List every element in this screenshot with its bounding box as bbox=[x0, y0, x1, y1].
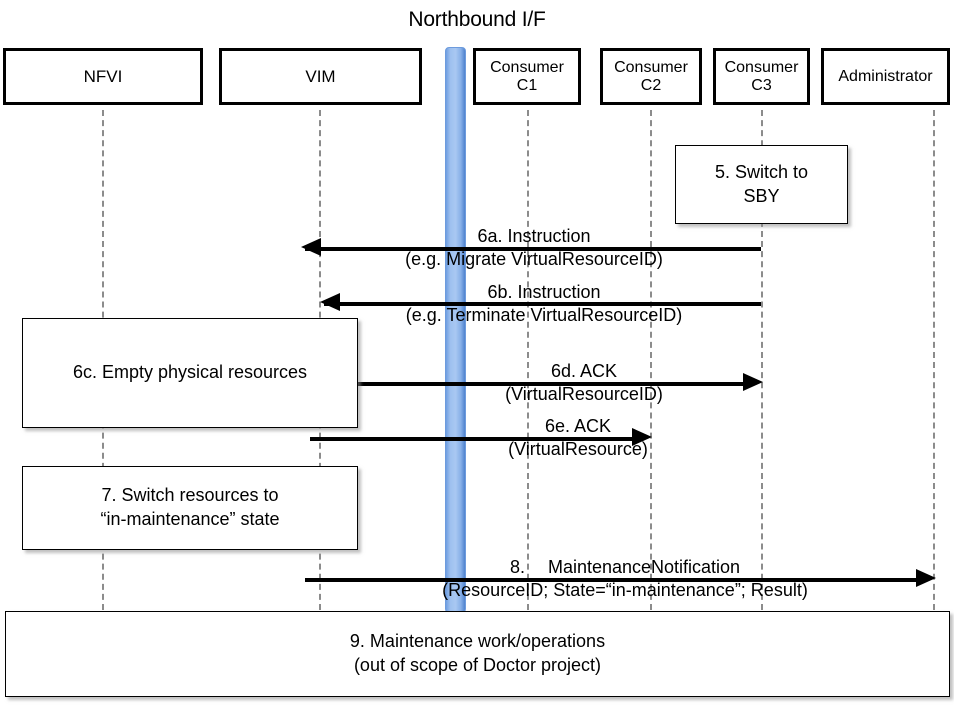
note-switch-to-sby-line1: 5. Switch to bbox=[714, 161, 809, 182]
note-maintenance-work-line2: (out of scope of Doctor project) bbox=[353, 655, 602, 675]
arrow-head-6a bbox=[301, 238, 321, 256]
note-maintenance-work-line1: 9. Maintenance work/operations bbox=[349, 631, 606, 652]
lifeline-consumer-c3 bbox=[761, 110, 763, 610]
message-line-8 bbox=[305, 578, 916, 582]
message-label-8-line2: (ResourceID; State=“in-maintenance”; Res… bbox=[442, 580, 808, 601]
actor-label-vim: VIM bbox=[305, 66, 336, 86]
note-box-maintenance-work[interactable]: 9. Maintenance work/operations (out of s… bbox=[5, 611, 950, 697]
message-line-6d bbox=[358, 382, 743, 386]
message-label-8: 8. MaintenanceNotification (ResourceID; … bbox=[390, 556, 860, 602]
arrow-head-6b bbox=[320, 293, 340, 311]
lifeline-consumer-c2 bbox=[650, 110, 652, 610]
arrow-head-8 bbox=[916, 569, 936, 587]
note-switch-resources-line1: 7. Switch resources to bbox=[101, 485, 279, 506]
message-label-6d: 6d. ACK (VirtualResourceID) bbox=[476, 360, 692, 406]
actor-box-consumer-c1[interactable]: Consumer C1 bbox=[473, 48, 581, 105]
message-line-6b bbox=[324, 302, 761, 306]
actor-label-consumer-c3-line1: Consumer bbox=[724, 58, 799, 76]
actor-box-consumer-c3[interactable]: Consumer C3 bbox=[713, 48, 810, 105]
note-box-empty-physical-resources[interactable]: 6c. Empty physical resources bbox=[22, 318, 358, 428]
note-box-switch-to-sby[interactable]: 5. Switch to SBY bbox=[675, 145, 848, 224]
message-label-6b-line2: (e.g. Terminate VirtualResourceID) bbox=[405, 305, 683, 326]
actor-label-administrator: Administrator bbox=[838, 67, 933, 85]
northbound-interface-bar bbox=[445, 47, 466, 613]
page-title: Northbound I/F bbox=[408, 8, 546, 31]
actor-box-vim[interactable]: VIM bbox=[219, 48, 422, 105]
arrow-head-6e bbox=[632, 428, 652, 446]
message-label-6e-line1: 6e. ACK bbox=[544, 416, 612, 436]
actor-label-consumer-c3-line2: C3 bbox=[751, 76, 772, 94]
message-line-6a bbox=[305, 247, 761, 251]
actor-label-nfvi: NFVI bbox=[83, 66, 123, 86]
note-box-switch-resources-in-maintenance[interactable]: 7. Switch resources to “in-maintenance” … bbox=[22, 466, 358, 550]
actor-box-nfvi[interactable]: NFVI bbox=[3, 48, 203, 105]
message-label-6e: 6e. ACK (VirtualResource) bbox=[476, 415, 680, 461]
actor-label-consumer-c1-line2: C1 bbox=[516, 76, 538, 94]
message-label-6a-line1: 6a. Instruction bbox=[477, 226, 591, 246]
message-label-6a-line2: (e.g. Migrate VirtualResourceID) bbox=[405, 249, 663, 270]
message-label-6b: 6b. Instruction (e.g. Terminate VirtualR… bbox=[369, 281, 719, 327]
message-label-6d-line2: (VirtualResourceID) bbox=[505, 384, 663, 405]
message-label-6d-line1: 6d. ACK bbox=[550, 361, 618, 381]
arrow-head-6d bbox=[743, 373, 763, 391]
actor-box-administrator[interactable]: Administrator bbox=[821, 48, 950, 105]
message-label-6e-line2: (VirtualResource) bbox=[508, 439, 648, 460]
actor-label-consumer-c2-line2: C2 bbox=[640, 76, 662, 94]
note-switch-resources-line2: “in-maintenance” state bbox=[100, 509, 280, 529]
note-empty-physical-resources-label: 6c. Empty physical resources bbox=[72, 362, 308, 383]
actor-box-consumer-c2[interactable]: Consumer C2 bbox=[600, 48, 702, 105]
message-label-6a: 6a. Instruction (e.g. Migrate VirtualRes… bbox=[364, 225, 704, 271]
lifeline-consumer-c1 bbox=[527, 110, 529, 610]
message-label-8-line1: 8. MaintenanceNotification bbox=[509, 557, 741, 577]
actor-label-consumer-c2-line1: Consumer bbox=[614, 58, 688, 76]
message-line-6e bbox=[310, 437, 632, 441]
note-switch-to-sby-line2: SBY bbox=[743, 185, 780, 206]
message-label-6b-line1: 6b. Instruction bbox=[487, 282, 601, 302]
actor-label-consumer-c1-line1: Consumer bbox=[490, 58, 564, 76]
lifeline-administrator bbox=[933, 110, 935, 610]
